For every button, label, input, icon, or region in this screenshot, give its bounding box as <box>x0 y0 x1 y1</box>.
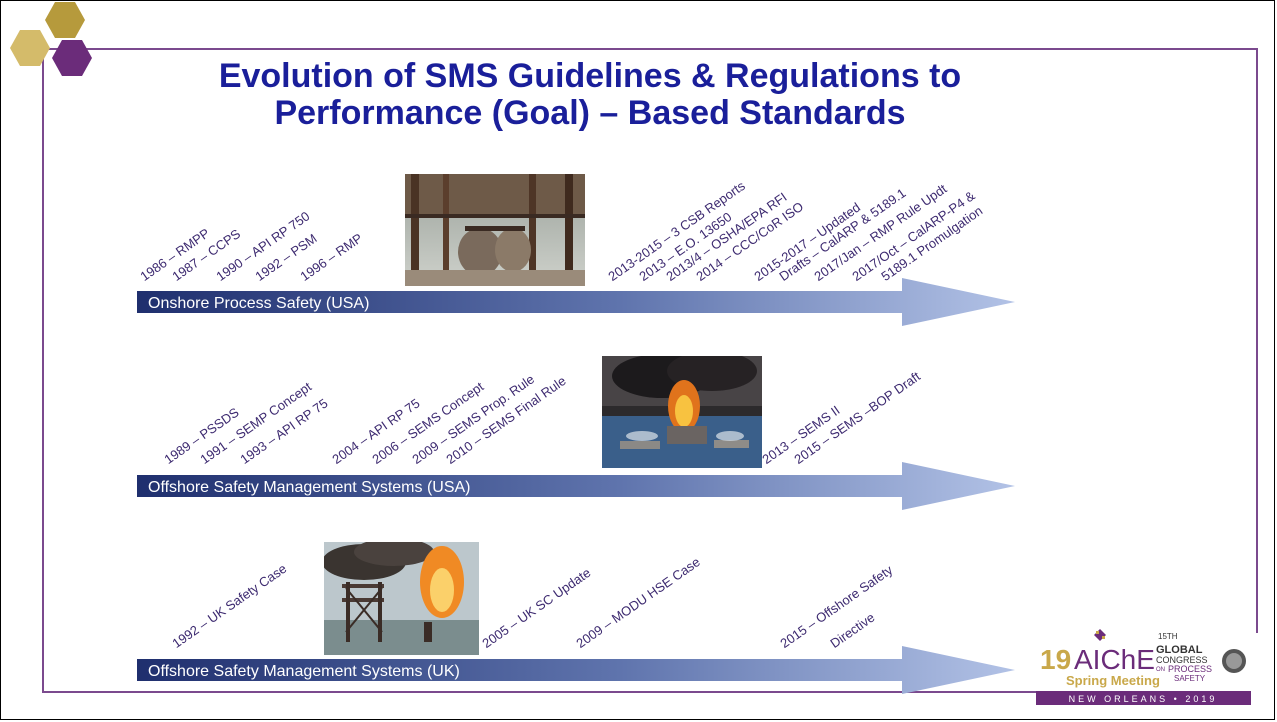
gold-hexagon-left <box>10 30 50 66</box>
platform-fire-photo <box>324 542 479 655</box>
logo-congress-3: PROCESS <box>1168 664 1212 674</box>
offshore-uk-arrow-label: Offshore Safety Management Systems (UK) <box>148 663 460 680</box>
offshore-usa-arrow-label: Offshore Safety Management Systems (USA) <box>148 479 471 496</box>
hexagon-decoration <box>10 2 92 76</box>
purple-hexagon <box>52 40 92 76</box>
industrial-plant-photo <box>405 174 585 286</box>
offshore-uk-arrow <box>137 646 1015 694</box>
right-rule <box>1256 48 1258 633</box>
logo-edition: 15TH <box>1158 632 1178 641</box>
logo-number: 19 <box>1040 644 1071 675</box>
logo-event: Spring Meeting <box>1066 673 1160 688</box>
logo-brand: AIChE <box>1074 644 1155 675</box>
slide-title: Evolution of SMS Guidelines & Regulation… <box>150 58 1030 132</box>
logo-congress-1: GLOBAL <box>1156 644 1203 656</box>
bottom-rule <box>42 691 1042 693</box>
onshore-arrow-label: Onshore Process Safety (USA) <box>148 295 370 312</box>
rig-fire-photo <box>602 356 762 468</box>
event-logo: 19 AIChE Spring Meeting 15TH GLOBAL CONG… <box>1036 627 1251 715</box>
title-line-1: Evolution of SMS Guidelines & Regulation… <box>218 57 962 95</box>
title-line-2: Performance (Goal) – Based Standards <box>274 94 906 132</box>
logo-congress-on: ON <box>1156 667 1165 673</box>
gold-hexagon-top <box>45 2 85 38</box>
left-rule <box>42 48 44 693</box>
logo-location: NEW ORLEANS • 2019 <box>1069 694 1218 704</box>
onshore-arrow <box>137 278 1015 326</box>
offshore-usa-arrow <box>137 462 1015 510</box>
logo-congress-2: CONGRESS <box>1156 655 1208 665</box>
logo-congress-4: SAFETY <box>1174 674 1206 683</box>
top-rule <box>42 48 1257 50</box>
event-logo-graphic: 19 AIChE Spring Meeting 15TH GLOBAL CONG… <box>1036 629 1251 705</box>
